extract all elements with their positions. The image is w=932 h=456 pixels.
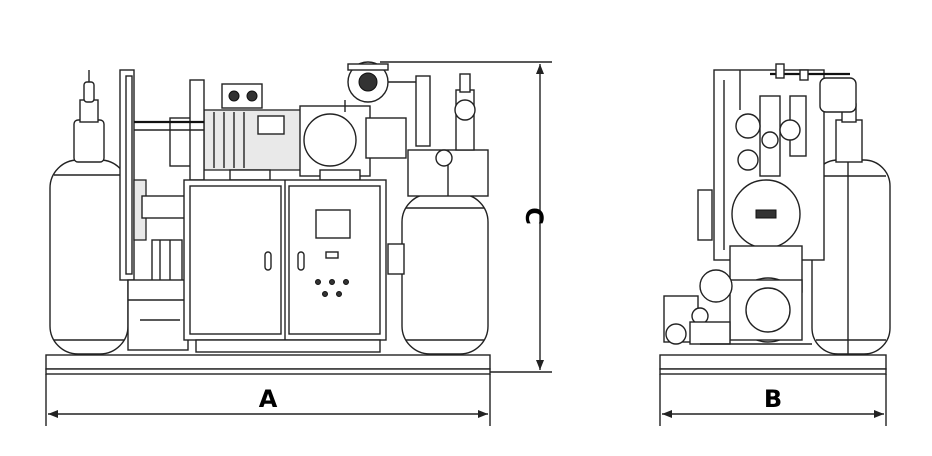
front-skid	[45, 368, 491, 375]
dimension-a: A	[45, 374, 491, 426]
cabinet-display	[315, 209, 351, 239]
left-side-plate	[119, 69, 189, 351]
side-vessel	[663, 179, 812, 345]
right-receiver-tank	[387, 73, 489, 355]
side-base-frame	[659, 354, 887, 370]
side-view	[659, 63, 891, 375]
dimension-c-label: C	[520, 207, 548, 225]
dimension-b: B	[659, 374, 887, 426]
front-view	[45, 61, 491, 375]
electrical-cabinet	[183, 179, 387, 353]
compressor-assembly	[134, 79, 407, 181]
dimension-a-label: A	[259, 385, 278, 413]
dimension-c: C	[380, 61, 552, 373]
dimension-b-label: B	[764, 385, 782, 413]
left-receiver-tank	[49, 70, 129, 355]
front-base-frame	[45, 354, 491, 370]
top-valve	[344, 61, 431, 147]
